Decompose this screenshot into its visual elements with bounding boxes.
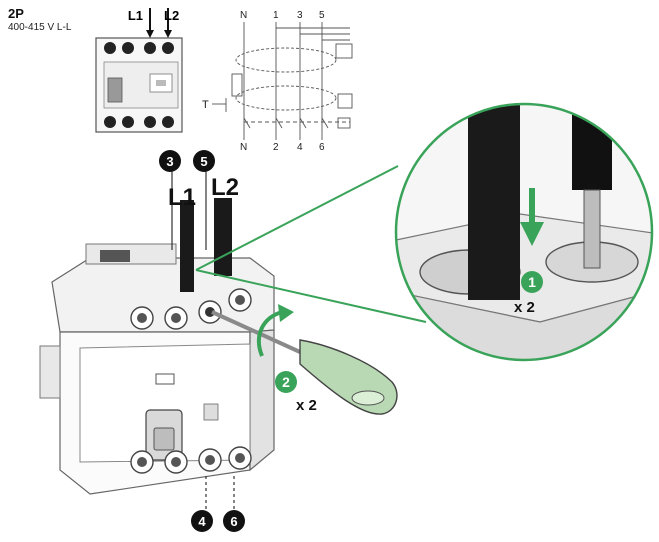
- bottom-terminal-screws: [130, 446, 252, 474]
- zoom-detail-view: [394, 102, 654, 362]
- wiring-schematic: [212, 22, 353, 140]
- schematic-terminal: 4: [297, 142, 303, 153]
- device-l1-label: L1: [168, 184, 196, 211]
- schematic-bottom-terminals: N 2 4 6: [240, 142, 325, 153]
- schematic-terminal: N: [240, 10, 247, 21]
- terminal-marker-6-number: 6: [230, 514, 237, 529]
- schematic-terminal: 6: [319, 142, 325, 153]
- step-2-number: 2: [282, 374, 290, 390]
- schematic-terminal: 3: [297, 10, 303, 21]
- step-2-repeat: x 2: [296, 397, 317, 414]
- voltage-label: 400-415 V L-L: [8, 22, 72, 33]
- zoom-cable: [468, 104, 520, 300]
- front-view-top-screws: [104, 42, 174, 54]
- schematic-terminal: 2: [273, 142, 279, 153]
- poles-label: 2P: [8, 6, 24, 21]
- front-view-device: [95, 8, 183, 133]
- step-1-number: 1: [528, 274, 536, 290]
- l1-cable: [171, 170, 194, 292]
- terminal-marker-6: 6: [223, 510, 245, 532]
- terminal-marker-3-number: 3: [166, 154, 173, 169]
- schematic-terminal: 5: [319, 10, 325, 21]
- front-view-l1: L1: [128, 8, 143, 23]
- rcd-device: [39, 243, 275, 495]
- top-terminal-screws: [130, 288, 252, 330]
- terminal-marker-4-number: 4: [198, 514, 206, 529]
- test-button: [155, 373, 175, 385]
- front-view-l2: L2: [164, 8, 179, 23]
- schematic-terminal: N: [240, 142, 247, 153]
- schematic-top-terminals: N 1 3 5: [240, 10, 325, 21]
- schematic-terminal: 1: [273, 10, 279, 21]
- step-1-repeat: x 2: [514, 299, 535, 316]
- terminal-marker-5-number: 5: [200, 154, 207, 169]
- schematic-test-label: T: [202, 99, 209, 111]
- front-view-toggle: [107, 77, 123, 103]
- step-1-marker: 1: [521, 271, 543, 293]
- terminal-marker-5: 5: [193, 150, 215, 172]
- screwdriver: [211, 310, 398, 415]
- device-l2-label: L2: [211, 174, 239, 201]
- terminal-marker-3: 3: [159, 150, 181, 172]
- l2-cable: [205, 170, 232, 276]
- step-2-marker: 2: [275, 371, 297, 393]
- terminal-marker-4: 4: [191, 510, 213, 532]
- front-view-bottom-screws: [104, 116, 174, 128]
